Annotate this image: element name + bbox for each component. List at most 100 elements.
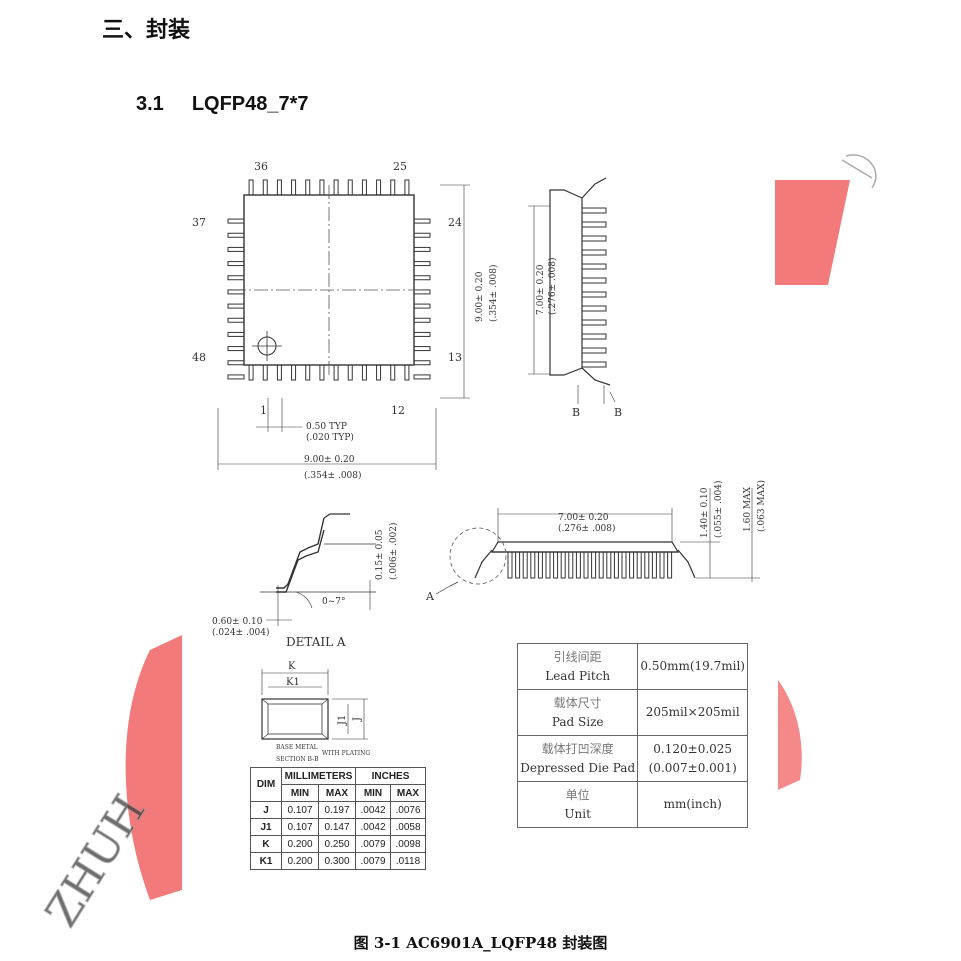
spec-label: 载体尺寸 Pad Size — [516, 689, 639, 736]
dim-cell: J1 — [250, 818, 282, 836]
spec-label-cn: 载体打凹深度 — [541, 741, 614, 756]
label-j: J — [352, 717, 363, 722]
lead-pin — [227, 317, 245, 323]
top-view-drawing: 36 25 37 24 48 13 1 12 0.50 TYP (.020 TY… — [192, 160, 470, 481]
label-section: SECTION B-B — [276, 756, 319, 763]
spec-label-en: Unit — [564, 806, 591, 821]
lead-pin — [227, 289, 245, 295]
table-row: K 0.200 0.250 .0079 .0098 — [250, 835, 426, 853]
spec-value-1: 0.120±0.025 — [653, 741, 733, 756]
subsection-number: 3.1 — [136, 93, 164, 115]
lead-pin — [581, 263, 607, 270]
thick-in: (.055± .004) — [713, 480, 724, 538]
in-min-cell: .0079 — [355, 835, 391, 853]
lead-pin — [262, 179, 268, 197]
lead-pin — [227, 246, 245, 252]
in-min-cell: .0042 — [355, 818, 391, 836]
lead-pin — [227, 218, 245, 224]
dim-cell: K1 — [250, 852, 282, 870]
lead-pin — [227, 346, 245, 352]
pitch-mm: 0.50 TYP — [306, 422, 347, 432]
pin-label-12: 12 — [391, 404, 405, 417]
lead-pin — [248, 363, 254, 381]
foot-in: (.024± .004) — [212, 627, 270, 638]
side-body-in: (.276± .008) — [547, 257, 558, 315]
pin-label-24: 24 — [448, 216, 462, 229]
lead-pin — [227, 261, 245, 267]
lead-pin — [413, 360, 431, 366]
lead-pin — [560, 551, 566, 579]
lead-pin — [413, 317, 431, 323]
subsection-title: LQFP48_7*7 — [191, 93, 309, 115]
spec-label-en: Pad Size — [551, 714, 604, 729]
th-dim: DIM — [250, 767, 282, 802]
side-body-mm: 7.00± 0.20 — [536, 264, 546, 315]
pin-label-25: 25 — [393, 160, 407, 173]
spec-label-cn: 载体尺寸 — [553, 695, 602, 710]
lead-pin — [413, 232, 431, 238]
mm-max-cell: 0.147 — [318, 818, 356, 836]
pin-label-48: 48 — [192, 351, 206, 364]
side-view-drawing: B B 7.00± 0.20 (.276± .008) — [528, 177, 622, 419]
subsection-heading: 3.1 LQFP48_7*7 — [136, 93, 309, 116]
lead-pin — [581, 277, 607, 284]
mm-min-cell: 0.107 — [281, 818, 319, 836]
watermark-letter-d — [841, 154, 877, 189]
lead-pin — [404, 363, 410, 381]
pin-label-13: 13 — [448, 351, 462, 364]
label-with-plating: WITH PLATING — [322, 750, 370, 757]
lead-pin — [333, 179, 339, 197]
width-in: (.354± .008) — [304, 470, 362, 481]
detail-angle: 0~7° — [322, 597, 346, 607]
lead-pin — [227, 303, 245, 309]
pin-label-37: 37 — [192, 216, 206, 229]
lead-pin — [227, 232, 245, 238]
lead-pin — [413, 303, 431, 309]
section-bb-drawing: K K1 J1 J BASE METAL WITH PLATING SECTIO… — [261, 661, 370, 763]
lead-pin — [606, 551, 612, 579]
lead-pin — [376, 179, 382, 197]
lead-pin — [651, 551, 657, 579]
spec-value: mm(inch) — [637, 781, 748, 828]
lead-pin — [227, 331, 245, 337]
lead-pin — [581, 235, 607, 242]
lead-pin — [376, 363, 382, 381]
dimension-table: DIM MILLIMETERS INCHES MIN MAX MIN MAX J… — [250, 767, 426, 870]
lead-pin — [404, 179, 410, 197]
lead-pin — [575, 551, 581, 579]
lead-pin — [581, 361, 607, 368]
th-in-max: MAX — [390, 784, 426, 802]
mm-max-cell: 0.197 — [318, 801, 356, 819]
dim-cell: K — [250, 835, 282, 853]
spec-value: 0.120±0.025(0.007±0.001) — [637, 735, 748, 782]
lead-pin — [598, 551, 604, 579]
lead-pin — [629, 551, 635, 579]
lead-pin — [390, 179, 396, 197]
in-max-cell: .0076 — [390, 801, 426, 819]
lead-pin — [581, 319, 607, 326]
lead-pin — [276, 363, 282, 381]
lead-pin — [333, 363, 339, 381]
section-label-left: B — [572, 406, 580, 419]
lead-pin — [515, 551, 521, 579]
lead-pin — [227, 275, 245, 281]
spec-value-1: mm(inch) — [663, 797, 722, 811]
label-k: K — [288, 661, 296, 672]
lead-pin — [291, 363, 297, 381]
lead-pin — [361, 363, 367, 381]
table-row: J 0.107 0.197 .0042 .0076 — [250, 801, 426, 819]
watermark-shape-right — [778, 680, 802, 790]
max-in: (.063 MAX) — [756, 480, 767, 532]
lead-pin — [581, 249, 607, 256]
section-label-right: B — [614, 406, 622, 419]
spec-value-1: 0.50mm(19.7mil) — [640, 659, 745, 673]
table-row: K1 0.200 0.300 .0079 .0118 — [250, 852, 426, 870]
lead-pin — [227, 374, 245, 380]
thick-mm: 1.40± 0.10 — [700, 487, 710, 538]
